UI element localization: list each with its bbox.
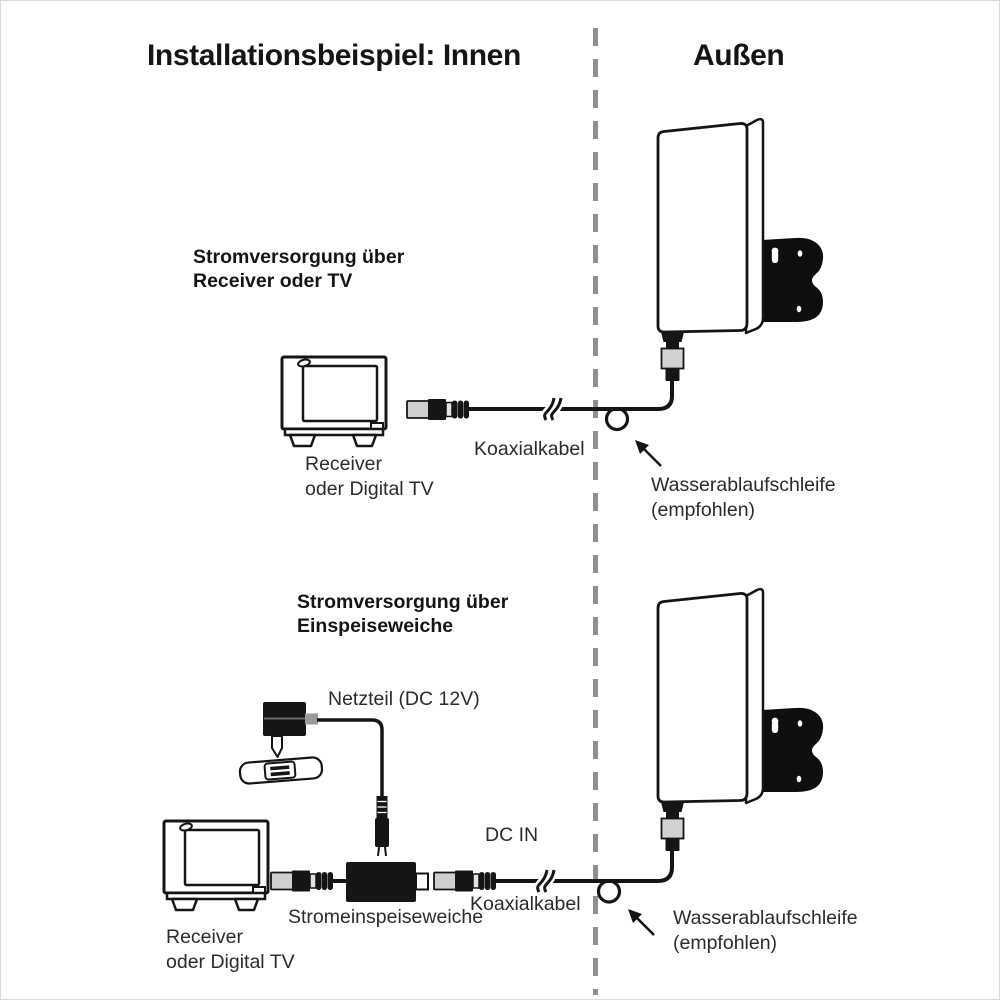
dc-cable [317, 718, 384, 796]
section2-artwork [162, 587, 825, 937]
coax-connector-icon [406, 398, 470, 421]
drip-loop-icon [604, 406, 630, 432]
title-aussen: Außen [693, 39, 785, 72]
drip-loop-icon [596, 879, 622, 904]
section1-receiver-label: Receiver oder Digital TV [305, 452, 434, 502]
section2-receiver-label: Receiver oder Digital TV [166, 925, 295, 975]
receiver-label-line1: Receiver [166, 926, 243, 948]
section1-heading-line1: Stromversorgung über [193, 246, 405, 268]
pointer-arrow-icon [633, 438, 663, 468]
receiver-label-line2: oder Digital TV [166, 951, 295, 973]
section2-heading-line1: Stromversorgung über [297, 591, 509, 613]
title-innen: Installationsbeispiel: Innen [147, 39, 521, 72]
section2-heading: Stromversorgung über Einspeiseweiche [297, 590, 508, 638]
section1-heading: Stromversorgung über Receiver oder TV [193, 245, 404, 293]
section2-cable-label: Koaxialkabel [470, 893, 581, 915]
pointer-arrow-icon [626, 907, 656, 937]
coax-cable [466, 381, 674, 411]
coax-cable [493, 851, 674, 883]
drip-label-line2: (empfohlen) [673, 932, 778, 954]
power-adapter-icon [263, 702, 318, 758]
section1-artwork [280, 117, 825, 468]
drip-label-line1: Wasserablaufschleife [673, 907, 858, 929]
power-inserter-icon [346, 862, 429, 902]
section2-drip-label: Wasserablaufschleife (empfohlen) [673, 906, 858, 956]
section1-cable-label: Koaxialkabel [474, 438, 585, 460]
coax-connector-icon [270, 869, 334, 893]
tv-icon [280, 355, 388, 448]
drip-label-line2: (empfohlen) [651, 499, 756, 521]
power-supply-label: Netzteil (DC 12V) [328, 688, 480, 710]
receiver-label-line2: oder Digital TV [305, 478, 434, 500]
coax-connector-icon [433, 869, 497, 893]
drip-label-line1: Wasserablaufschleife [651, 474, 836, 496]
section2-heading-line2: Einspeiseweiche [297, 615, 454, 637]
outlet-icon [238, 756, 324, 785]
receiver-label-line1: Receiver [305, 453, 382, 475]
dc-in-label: DC IN [485, 824, 539, 846]
antenna-icon [656, 587, 825, 853]
antenna-icon [656, 117, 825, 383]
inserter-label: Stromeinspeiseweiche [288, 906, 484, 928]
section1-heading-line2: Receiver oder TV [193, 270, 353, 292]
cable-break-icon [538, 870, 554, 892]
cable-break-icon [545, 398, 561, 420]
dc-plug-icon [375, 796, 389, 857]
tv-icon [162, 819, 270, 912]
section1-drip-label: Wasserablaufschleife (empfohlen) [651, 473, 836, 523]
